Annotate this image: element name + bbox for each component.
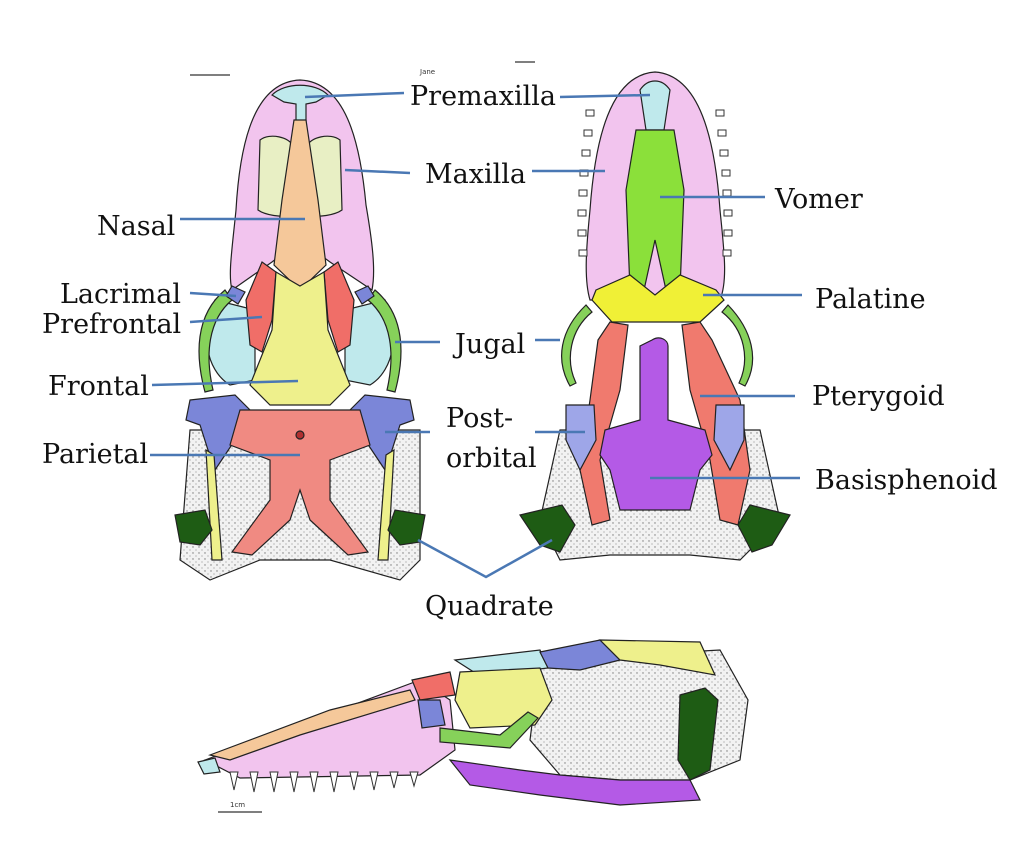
ventral-basisphenoid: [599, 337, 713, 511]
dorsal-parietal: [229, 409, 371, 556]
label-premaxilla: Premaxilla: [410, 81, 556, 112]
ventral-teeth-left: [577, 109, 595, 257]
dorsal-frontal: [249, 270, 351, 406]
dorsal-lacrimal-right: [354, 285, 375, 305]
leader-lines: [150, 91, 802, 579]
dorsal-pineal-foramen: [295, 430, 305, 440]
label-basisphenoid: Basisphenoid: [815, 465, 998, 496]
ventral-postorbital-left: [565, 404, 597, 472]
lateral-lacrimal: [417, 699, 446, 729]
dorsal-jugal-right: [367, 289, 402, 393]
label-parietal: Parietal: [42, 439, 149, 470]
label-lacrimal: Lacrimal: [60, 279, 182, 310]
scale-note-dorsal: Jane: [420, 68, 436, 76]
label-quadrate: Quadrate: [425, 591, 554, 622]
leader-premaxilla-right: [559, 93, 651, 99]
label-jugal: Jugal: [455, 329, 526, 360]
leader-premaxilla-left: [304, 91, 405, 99]
label-vomer: Vomer: [775, 184, 863, 215]
leader-prefrontal: [189, 315, 263, 324]
ventral-quadrate-left: [519, 504, 576, 553]
label-palatine: Palatine: [815, 284, 926, 315]
ventral-jugal-right: [721, 304, 754, 387]
ventral-quadrate-right: [737, 504, 791, 553]
scale-bars: [190, 61, 535, 813]
dorsal-quadrate-right: [387, 509, 426, 546]
dorsal-jugal-left: [198, 289, 233, 393]
ventral-pterygoid-left: [579, 321, 629, 526]
label-prefrontal: Prefrontal: [42, 309, 182, 340]
dorsal-view: [174, 79, 426, 581]
ventral-postorbital-right: [713, 404, 745, 472]
ventral-jugal-left: [561, 304, 593, 387]
ventral-vomer: [625, 129, 685, 291]
label-nasal: Nasal: [97, 211, 176, 242]
lateral-parietal: [598, 639, 717, 676]
leader-lacrimal: [189, 291, 237, 298]
label-frontal: Frontal: [48, 371, 149, 402]
leader-quadrate: [417, 538, 553, 579]
label-postorbital-line1: Post-: [446, 403, 514, 434]
leader-maxilla-left: [344, 168, 411, 175]
dorsal-quadrate-left: [174, 509, 213, 546]
dorsal-nasal: [273, 119, 327, 291]
lateral-postorbital: [539, 639, 622, 671]
lateral-nasal: [207, 689, 416, 761]
scale-label-lateral: 1cm: [230, 801, 246, 809]
ventral-view: [519, 71, 791, 561]
lateral-pterygoid: [448, 759, 701, 806]
label-maxilla: Maxilla: [425, 159, 526, 190]
label-postorbital-line2: orbital: [446, 443, 537, 474]
lateral-prefrontal: [411, 671, 456, 701]
leader-frontal: [151, 379, 299, 387]
lateral-premaxilla: [197, 757, 221, 775]
ventral-teeth-right: [715, 109, 733, 257]
lateral-jugal: [439, 711, 539, 749]
label-pterygoid: Pterygoid: [812, 381, 945, 412]
lateral-teeth: [229, 771, 419, 793]
ventral-premaxilla: [639, 80, 671, 131]
lateral-quadrate: [677, 687, 719, 781]
lateral-view: [197, 639, 749, 806]
